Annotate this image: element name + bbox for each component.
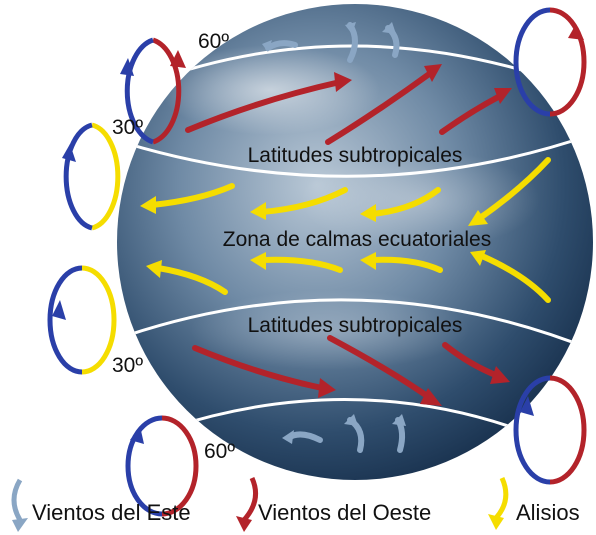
legend-trade-label: Alisios (516, 500, 580, 525)
legend-trade-icon (488, 476, 509, 530)
zone-label-top: Latitudes subtropicales (248, 144, 463, 167)
legend-west-label: Vientos del Oeste (258, 500, 431, 525)
degree-label-30n: 30º (112, 116, 143, 139)
latitude-line-30n (117, 128, 593, 178)
legend: Vientos del Este Vientos del Oeste Alisi… (11, 476, 580, 532)
latitude-line-30s (117, 298, 593, 357)
circulation-cell-60n-right (513, 7, 587, 117)
circulation-cell-60s-left (125, 415, 199, 517)
circulation-cell-30n-left (62, 122, 121, 231)
west-wind-arrows (185, 64, 512, 406)
legend-west-icon (236, 476, 259, 532)
legend-east-icon (11, 478, 28, 532)
circulation-cell-60s-right (513, 375, 587, 485)
degree-label-60n: 60º (198, 30, 229, 53)
zone-label-bottom: Latitudes subtropicales (248, 314, 463, 337)
circulation-cell-30s-left (47, 265, 117, 375)
trade-wind-arrows (140, 157, 551, 303)
legend-east-label: Vientos del Este (32, 500, 191, 525)
latitude-line-60s (169, 398, 521, 432)
zone-label-middle: Zona de calmas ecuatoriales (223, 228, 491, 251)
degree-label-30s: 30º (112, 354, 143, 377)
circulation-cell-60n-left (120, 37, 186, 145)
degree-label-60s: 60º (204, 440, 235, 463)
east-wind-arrows (262, 22, 406, 453)
